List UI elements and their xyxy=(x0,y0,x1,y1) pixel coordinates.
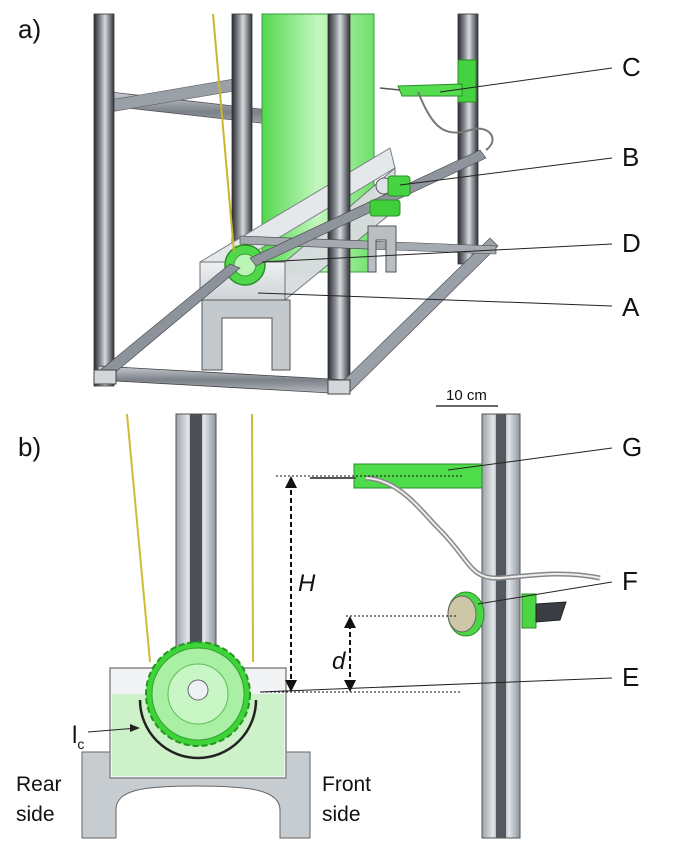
nozzle-G xyxy=(310,463,601,581)
height-H-arrowhead-top xyxy=(285,476,297,488)
frame-post-rear-left xyxy=(231,13,253,265)
frame-post-front-left xyxy=(93,13,115,387)
height-d-arrowhead-bottom xyxy=(344,680,356,692)
foot-left xyxy=(93,369,117,385)
center-bar-b-slot xyxy=(190,414,202,690)
rear-side-label-1: Rear xyxy=(16,773,62,796)
variable-H: H xyxy=(298,570,316,597)
callout-C: C xyxy=(622,52,641,82)
injector-C xyxy=(379,59,494,151)
device-B xyxy=(369,175,411,217)
panel-b-callout-lines xyxy=(87,447,613,733)
thread-a xyxy=(212,13,235,253)
callout-E: E xyxy=(622,662,640,692)
bottom-frame-front xyxy=(97,365,349,395)
contact-arc xyxy=(138,699,258,760)
panel-b-drawing xyxy=(81,413,601,839)
front-side-label-2: side xyxy=(322,803,361,826)
thread-right xyxy=(251,413,254,663)
variable-lc-sub: c xyxy=(77,735,85,752)
variable-lc-main: l xyxy=(72,722,78,749)
fan-F xyxy=(447,591,567,637)
height-d-arrowhead-top xyxy=(344,616,356,628)
frame-post-rear-right xyxy=(457,13,479,265)
variable-d: d xyxy=(332,648,346,675)
support-stand-back xyxy=(367,225,397,273)
frame-post-front-right xyxy=(327,13,351,395)
panel-a-callout-lines xyxy=(257,67,613,307)
panel-a-drawing xyxy=(93,13,499,395)
callout-F: F xyxy=(622,566,638,596)
callout-A: A xyxy=(622,292,640,322)
callout-D: D xyxy=(622,228,641,258)
foot-right xyxy=(327,379,351,395)
panel-b-dimensions xyxy=(262,405,498,693)
support-stand-front xyxy=(201,299,291,371)
variable-lc: lc xyxy=(72,722,84,752)
pulley-axle xyxy=(187,679,209,701)
scale-bar-label: 10 cm xyxy=(446,387,487,404)
rear-side-label-2: side xyxy=(16,803,55,826)
thread-left xyxy=(126,413,151,663)
callout-G: G xyxy=(622,432,643,462)
frame-post-b-slot xyxy=(496,414,506,838)
panel-label-b: b) xyxy=(18,432,42,462)
height-H-arrowhead-bottom xyxy=(285,680,297,692)
callout-B: B xyxy=(622,142,640,172)
front-side-label-1: Front xyxy=(322,773,372,796)
panel-label-a: a) xyxy=(18,14,42,44)
